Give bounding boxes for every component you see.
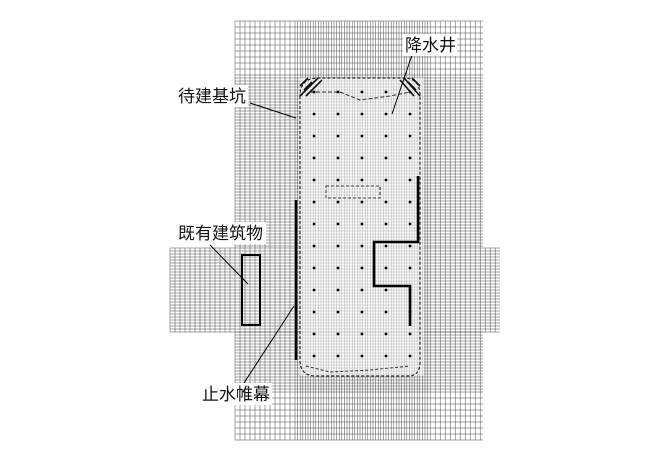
dewatering-well-point: [336, 244, 340, 248]
leader-existing-building: [209, 244, 249, 285]
dewatering-well-point: [408, 288, 412, 292]
dewatering-well-point: [336, 222, 340, 226]
dewatering-well-point: [360, 288, 364, 292]
dewatering-well-point: [408, 266, 412, 270]
annotation-labels: 降水井 待建基坑 既有建筑物 止水帷幕: [176, 34, 457, 405]
corner-strut-left: [299, 77, 323, 97]
dewatering-well-point: [312, 134, 316, 138]
dewatering-well-point: [336, 156, 340, 160]
dewatering-well-point: [360, 178, 364, 182]
dewatering-well-point: [312, 112, 316, 116]
dewatering-well-point: [360, 200, 364, 204]
dewatering-well-point: [408, 332, 412, 336]
dewatering-well-point: [360, 266, 364, 270]
label-bg-curtain: [200, 383, 272, 405]
dewatering-well-point: [312, 156, 316, 160]
dewatering-well-point: [336, 266, 340, 270]
dewatering-well-point: [336, 288, 340, 292]
leader-pit-to-build: [249, 102, 297, 119]
dewatering-well-point: [360, 90, 364, 94]
dewatering-well-point: [408, 178, 412, 182]
dewatering-well-point: [312, 288, 316, 292]
dewatering-well-point: [360, 156, 364, 160]
dewatering-well-point: [408, 354, 412, 358]
bracing-line: [310, 91, 411, 101]
label-bg-dewatering-well: [403, 34, 457, 56]
dewatering-well-point: [336, 90, 340, 94]
curtain-step-wall: [372, 176, 420, 326]
dewatering-well-point: [408, 134, 412, 138]
dewatering-well-point: [336, 332, 340, 336]
dewatering-well-point: [384, 134, 388, 138]
dewatering-well-point: [312, 222, 316, 226]
dewatering-well-point: [360, 332, 364, 336]
dewatering-well-point: [384, 156, 388, 160]
dewatering-well-point: [336, 134, 340, 138]
dewatering-well-point: [408, 156, 412, 160]
dewatering-well-point: [384, 222, 388, 226]
corner-strut-right: [399, 77, 421, 97]
dewatering-well-point: [408, 90, 412, 94]
dewatering-wells: [312, 90, 412, 358]
dewatering-well-point: [408, 310, 412, 314]
dewatering-well-point: [312, 332, 316, 336]
leader-waterproof-curtain: [241, 305, 295, 387]
dewatering-well-point: [384, 90, 388, 94]
pit-boundary: [299, 77, 421, 377]
waterproof-curtain: [294, 176, 420, 360]
label-waterproof-curtain: 止水帷幕: [202, 385, 270, 405]
dewatering-well-point: [384, 288, 388, 292]
dewatering-well-point: [360, 354, 364, 358]
dewatering-well-point: [384, 178, 388, 182]
label-bg-pit: [176, 85, 248, 107]
dewatering-well-point: [384, 200, 388, 204]
dewatering-well-point: [408, 222, 412, 226]
existing-building-outline: [241, 254, 261, 326]
dewatering-well-point: [312, 266, 316, 270]
dewatering-well-point: [360, 244, 364, 248]
dewatering-well-point: [336, 354, 340, 358]
dewatering-well-point: [360, 112, 364, 116]
dewatering-well-point: [312, 90, 316, 94]
bottom-brace: [305, 365, 411, 373]
dewatering-well-point: [312, 244, 316, 248]
dewatering-well-point: [336, 310, 340, 314]
pit-interior: [300, 78, 424, 376]
dewatering-well-point: [384, 266, 388, 270]
dewatering-well-point: [384, 244, 388, 248]
bracing-box: [325, 185, 381, 199]
dewatering-well-point: [312, 200, 316, 204]
dewatering-well-point: [360, 222, 364, 226]
dewatering-well-point: [312, 354, 316, 358]
dewatering-well-point: [384, 354, 388, 358]
dewatering-well-point: [336, 178, 340, 182]
dewatering-well-point: [408, 244, 412, 248]
label-existing-building: 既有建筑物: [178, 224, 263, 244]
dewatering-well-point: [336, 200, 340, 204]
dewatering-well-point: [408, 200, 412, 204]
leader-lines: [209, 51, 414, 387]
dewatering-well-point: [384, 310, 388, 314]
dewatering-well-point: [384, 332, 388, 336]
dewatering-well-point: [336, 112, 340, 116]
dewatering-well-point: [312, 178, 316, 182]
dewatering-well-point: [360, 310, 364, 314]
leader-dewatering-well: [391, 51, 414, 115]
mesh-horizontal-lines-middle: [170, 247, 500, 333]
foundation-pit: [299, 77, 424, 377]
dewatering-well-point: [408, 112, 412, 116]
dewatering-well-point: [312, 310, 316, 314]
label-pit-to-build: 待建基坑: [178, 87, 246, 107]
dewatering-well-point: [360, 134, 364, 138]
label-bg-building: [176, 222, 266, 244]
dewatering-well-point: [384, 112, 388, 116]
label-dewatering-well: 降水井: [405, 36, 456, 56]
